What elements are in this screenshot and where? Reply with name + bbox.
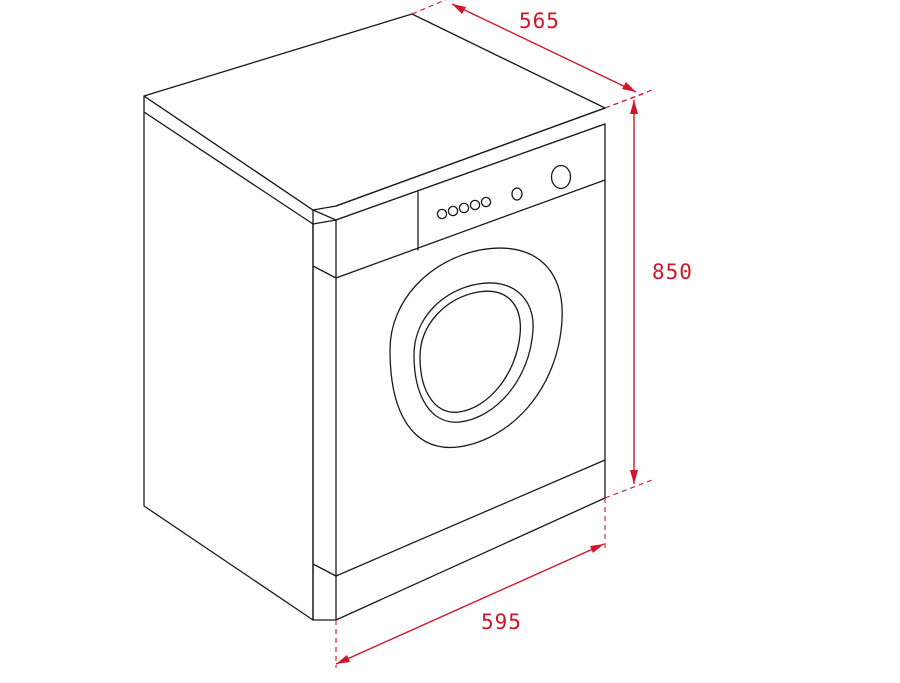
depth-dimension-line: [451, 3, 637, 93]
door-outer-ring: [389, 247, 563, 449]
depth-extension-line-back: [411, 0, 447, 15]
program-button-4: [469, 199, 481, 211]
width-arrow-right: [590, 544, 604, 553]
width-dimension-line: [335, 543, 605, 665]
kickplate-top-edge: [335, 459, 606, 577]
program-dial: [550, 164, 572, 190]
door-glass: [419, 290, 522, 413]
door: [389, 247, 563, 449]
small-knob: [511, 187, 523, 201]
width-dimension: 595: [335, 498, 606, 668]
top-corner: [312, 209, 337, 221]
door-inner-ring: [413, 282, 534, 423]
depth-dimension: 565: [411, 0, 649, 109]
depth-value: 565: [519, 9, 560, 33]
program-button-1: [436, 208, 448, 220]
width-value: 595: [481, 610, 522, 634]
front-side-strip: [312, 219, 337, 577]
height-extension-line-bottom: [604, 479, 653, 499]
top-front-edge: [335, 107, 606, 207]
side-top-edge: [143, 111, 314, 225]
height-arrow-bottom: [630, 470, 638, 484]
program-button-5: [480, 196, 492, 208]
height-value: 850: [652, 260, 693, 284]
height-arrow-top: [630, 100, 638, 114]
control-panel: [436, 164, 572, 220]
control-panel-bottom-edge: [335, 179, 606, 279]
height-dimension: 850: [604, 89, 693, 499]
program-button-3: [458, 202, 470, 214]
height-extension-line-top: [604, 89, 653, 109]
depth-arrow-end: [622, 82, 636, 92]
depth-arrow-start: [452, 4, 466, 14]
width-arrow-left: [336, 655, 350, 664]
program-button-2: [447, 205, 459, 217]
